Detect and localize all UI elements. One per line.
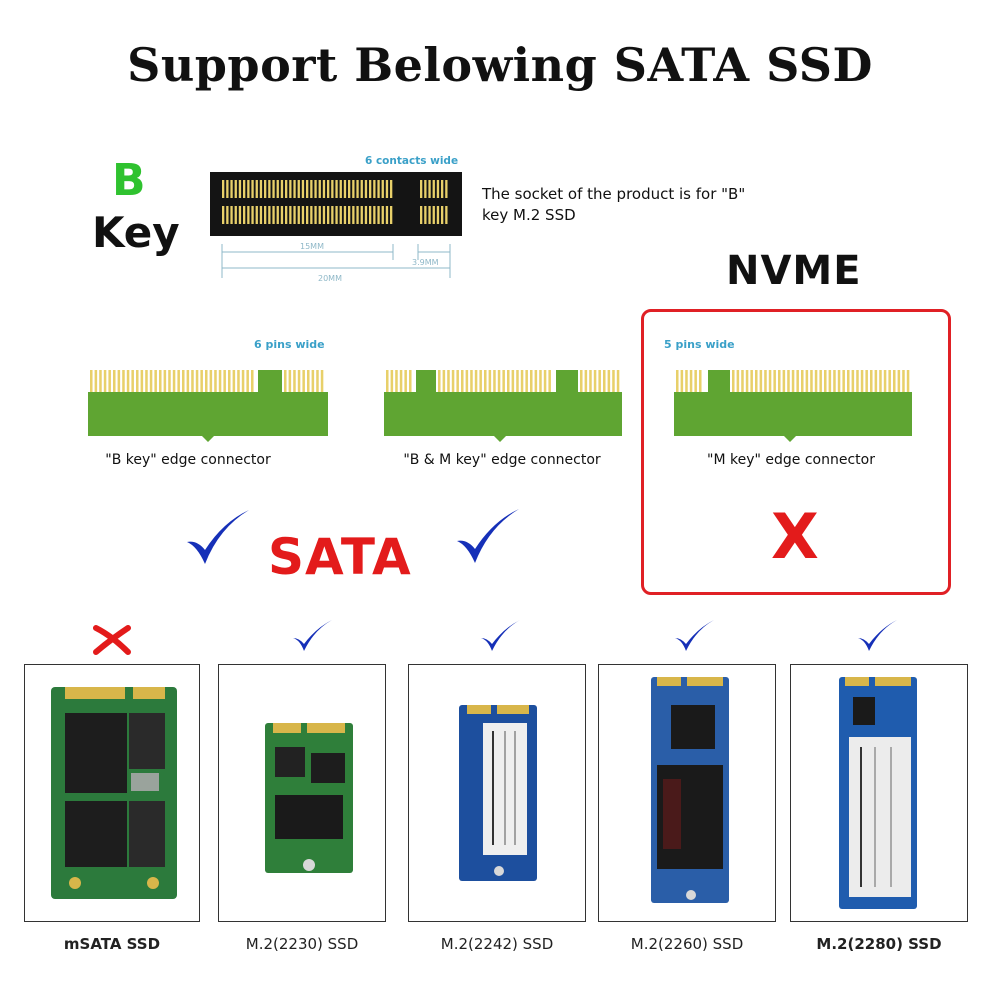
- m2-2280-ssd-image: [839, 677, 917, 909]
- connector-label-b-and-m-key: "B & M key" edge connector: [403, 452, 601, 468]
- check-icon: [675, 620, 714, 651]
- ssd-card-m2-2260: [598, 664, 776, 922]
- socket-description: The socket of the product is for "B" key…: [482, 185, 746, 224]
- ssd-card-m2-2230: [218, 664, 386, 922]
- cross-icon: [93, 625, 131, 655]
- nvme-highlight-box: [641, 309, 951, 595]
- socket-pins: [222, 180, 448, 224]
- ssd-label-m2-2230: M.2(2230) SSD: [245, 935, 359, 953]
- connector-label-m-key: "M key" edge connector: [707, 452, 875, 468]
- m2-2242-ssd-image: [459, 705, 537, 881]
- pins-wide-label: 5 pins wide: [664, 338, 735, 351]
- ssd-card-msata: [24, 664, 200, 922]
- connector-label-b-key: "B key" edge connector: [105, 452, 271, 468]
- b-key-letter: B: [112, 155, 146, 206]
- ssd-label-msata: mSATA SSD: [63, 935, 161, 953]
- sata-label: SATA: [268, 528, 412, 586]
- key-word: Key: [92, 208, 180, 257]
- ssd-card-m2-2242: [408, 664, 586, 922]
- contacts-wide-label: 6 contacts wide: [365, 155, 458, 167]
- check-icon: [858, 620, 897, 651]
- dimension-15mm: 15MM: [300, 242, 324, 251]
- b-key-edge-connector: 6 pins wide: [88, 338, 328, 442]
- check-icon: [187, 510, 249, 564]
- msata-ssd-image: [51, 687, 177, 899]
- page-title: Support Belowing SATA SSD: [127, 38, 873, 92]
- ssd-label-m2-2260: M.2(2260) SSD: [630, 935, 744, 953]
- m-key-edge-connector: 5 pins wide: [664, 338, 912, 442]
- check-icon: [481, 620, 520, 651]
- nvme-label: NVME: [726, 248, 862, 294]
- dimension-20mm: 20MM: [318, 274, 342, 283]
- m2-2260-ssd-image: [651, 677, 729, 903]
- ssd-label-m2-2280: M.2(2280) SSD: [816, 935, 942, 953]
- m2-2230-ssd-image: [265, 723, 353, 873]
- ssd-card-m2-2280: [790, 664, 968, 922]
- ssd-label-m2-2242: M.2(2242) SSD: [440, 935, 554, 953]
- pins-wide-label: 6 pins wide: [254, 338, 325, 351]
- b-key-socket-diagram: 6 contacts wide 15MM 3.9MM 20MM: [210, 155, 462, 283]
- check-icon: [293, 620, 332, 651]
- check-icon: [457, 509, 519, 563]
- b-and-m-key-edge-connector: [384, 370, 622, 442]
- dimension-3-9mm: 3.9MM: [412, 258, 439, 267]
- not-supported-x-icon: X: [771, 500, 819, 573]
